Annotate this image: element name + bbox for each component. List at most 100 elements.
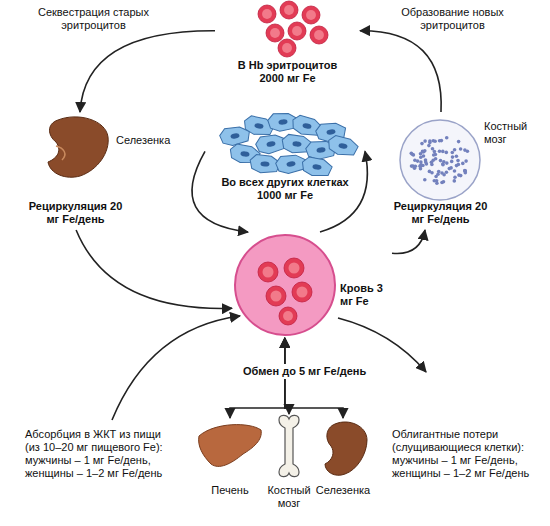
- bone-marrow-cell-part: [438, 139, 442, 143]
- spleen-organ-drawing: [28, 112, 158, 230]
- liver-organ: Печень: [195, 418, 265, 504]
- bone-marrow-cell-part: [445, 136, 449, 140]
- blood-pool-part: [235, 235, 335, 335]
- tissue-cells-part: [338, 143, 348, 150]
- node-label: 1000 мг Fe: [205, 189, 365, 202]
- hemoglobin-pool-part: [292, 26, 302, 36]
- flow-arrow: [360, 31, 441, 112]
- tissue-cells-part: [326, 129, 336, 135]
- bone-marrow-cell-part: [410, 164, 414, 168]
- bone-marrow-cell-part: [453, 176, 457, 180]
- flow-arrow: [192, 151, 248, 232]
- bone-marrow-cell-part: [453, 169, 457, 173]
- tissue-cells-part: [278, 119, 287, 125]
- bone-marrow-cell-part: [453, 148, 457, 152]
- bone-marrow-cell-part: [431, 158, 435, 162]
- bone-marrow-cell-part: [457, 140, 461, 144]
- bone-marrow-cell-part: [438, 150, 442, 154]
- bone-marrow-cell-part: [428, 139, 432, 143]
- bone-marrow-cell-part: [463, 148, 467, 152]
- bone-marrow-cell-part: [400, 120, 480, 200]
- bone-marrow-cell-part: [424, 160, 428, 164]
- bone-marrow-cell-part: [441, 163, 445, 167]
- blood-pool-part: [297, 287, 308, 298]
- bone-marrow-cell-part: [455, 164, 459, 168]
- bone-marrow-cell-part: [459, 147, 463, 151]
- bone-marrow-cell-part: [441, 150, 445, 154]
- bone-marrow-cell-part: [455, 154, 459, 158]
- bone-marrow-cell-part: [430, 163, 434, 167]
- node-label: Рециркуляция 20 мг Fe/день: [28, 200, 123, 226]
- node-label: Костный мозг: [484, 120, 539, 146]
- blood-pool-part: [279, 307, 297, 325]
- hemoglobin-pool-part: [266, 24, 284, 42]
- bone-marrow-cell-part: [445, 151, 449, 155]
- hemoglobin-pool-part: [314, 30, 324, 40]
- bone-marrow-cell-part: [420, 142, 424, 146]
- bone-marrow-cell-part: [453, 179, 457, 183]
- blood-pool-part: [271, 291, 282, 302]
- bone-marrow-cell-part: [463, 169, 467, 173]
- hemoglobin-pool-part: [278, 39, 296, 57]
- hemoglobin-pool-part: [306, 10, 316, 20]
- bone-marrow-cell-part: [433, 139, 437, 143]
- bone-marrow-cell-part: [410, 152, 414, 156]
- blood-pool: Кровь 3 мг Fe: [232, 232, 392, 338]
- hemoglobin-pool-part: [302, 6, 320, 24]
- intake-arrow: [112, 316, 240, 420]
- tissue-cells-part: [316, 147, 325, 153]
- bone-marrow-cell-part: [419, 156, 423, 160]
- tissue-cells-part: [301, 156, 333, 178]
- tissue-cells-part: [302, 123, 312, 130]
- bone-marrow-cell-part: [423, 178, 427, 182]
- node-label: 2000 мг Fe: [215, 72, 360, 85]
- spleen-organ: СелезенкаРециркуляция 20 мг Fe/день: [28, 112, 158, 230]
- bone-organ-part: [279, 415, 299, 476]
- tissue-cells-part: [301, 156, 333, 178]
- blood-pool-part: [263, 267, 274, 278]
- bone-marrow-cell: Костный мозгРециркуляция 20 мг Fe/день: [385, 112, 545, 230]
- bone-marrow-cell-part: [421, 150, 425, 154]
- tissue-cells-part: [266, 141, 276, 148]
- edge-label: Секвестрация старых эритроцитов: [36, 6, 151, 32]
- hemoglobin-pool-part: [288, 22, 306, 40]
- tissue-cells-part: [254, 123, 264, 129]
- tissue-cells: Во всех других клетках1000 мг Fe: [205, 110, 365, 202]
- loss-note: Облигантные потери (слущивающиеся клетки…: [392, 428, 544, 480]
- edge-label: Обмен до 5 мг Fe/день: [240, 364, 369, 379]
- hemoglobin-pool: В Hb эритроцитов2000 мг Fe: [215, 2, 360, 84]
- intake-note: Абсорбция в ЖКТ из пищи (из 10–20 мг пищ…: [25, 428, 177, 480]
- hemoglobin-pool-part: [270, 28, 280, 38]
- tissue-cells-part: [260, 161, 269, 167]
- spleen-organ: Селезенка: [313, 418, 373, 504]
- tissue-cells-drawing: [205, 110, 365, 202]
- hemoglobin-pool-part: [262, 9, 272, 19]
- node-label: В Hb эритроцитов: [215, 59, 360, 72]
- bone-marrow-cell-part: [439, 159, 443, 163]
- bone-marrow-cell-part: [432, 153, 436, 157]
- node-label: Селезенка: [116, 134, 178, 147]
- blood-pool-part: [283, 311, 293, 321]
- liver-organ-part: [199, 425, 262, 467]
- bone-organ: Костный мозг: [265, 414, 313, 509]
- bone-marrow-cell-part: [440, 171, 444, 175]
- bone-marrow-cell-part: [461, 162, 465, 166]
- bone-marrow-cell-part: [442, 180, 446, 184]
- blood-pool-part: [289, 263, 300, 274]
- bone-marrow-cell-part: [414, 164, 418, 168]
- bone-marrow-cell-part: [445, 161, 449, 165]
- bone-marrow-cell-part: [423, 139, 427, 143]
- tissue-cells-part: [292, 141, 301, 147]
- bone-marrow-cell-part: [421, 164, 425, 168]
- flow-arrow: [392, 230, 425, 253]
- hemoglobin-pool-part: [280, 1, 298, 19]
- bone-marrow-cell-part: [435, 182, 439, 186]
- bone-marrow-cell-part: [445, 170, 449, 174]
- tissue-cells-part: [327, 135, 360, 158]
- hemoglobin-pool-part: [258, 5, 276, 23]
- blood-pool-part: [258, 262, 278, 282]
- bone-marrow-cell-part: [427, 144, 431, 148]
- bone-marrow-cell-part: [430, 171, 434, 175]
- bone-marrow-cell-part: [450, 160, 454, 164]
